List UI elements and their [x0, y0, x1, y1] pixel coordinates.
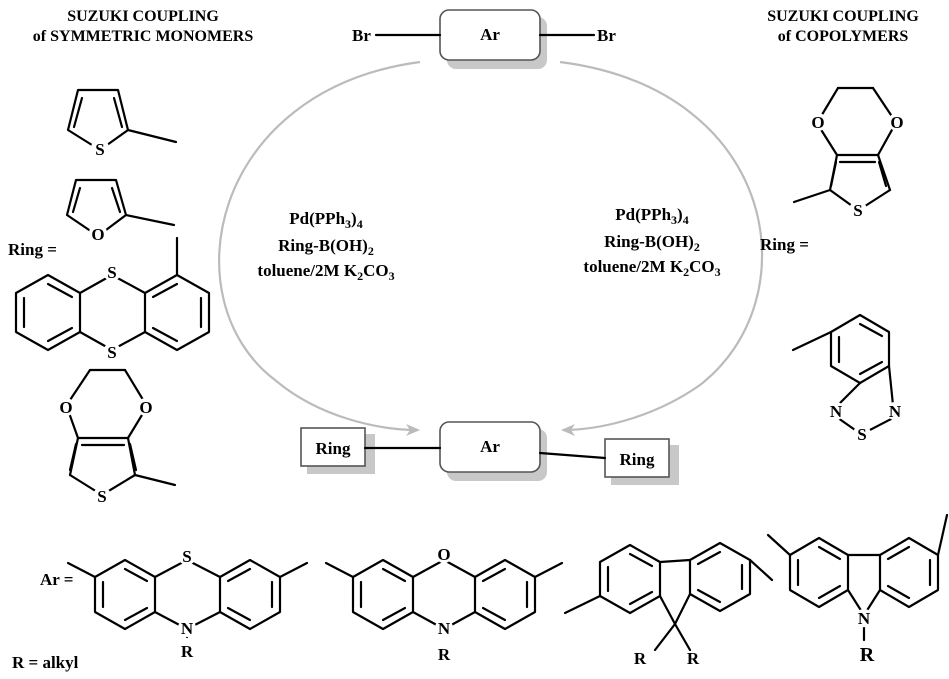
phenoxazine-o: O	[437, 545, 450, 564]
top-monomer: Ar Br Br	[352, 9, 616, 69]
thiophene-structure: S	[66, 88, 178, 159]
phenoxazine-structure: O N R	[324, 545, 564, 664]
furan-o: O	[91, 225, 104, 244]
btd-n2: N	[889, 402, 902, 421]
left-ring-label: Ring	[316, 439, 351, 458]
carbazole-structure: N R	[766, 513, 949, 666]
left-reagent: Ring-B(OH)2	[278, 236, 374, 258]
right-catalyst: Pd(PPh3)4	[615, 205, 688, 227]
right-reagent: Ring-B(OH)2	[604, 232, 700, 254]
edot-left-s: S	[97, 487, 106, 506]
top-right-br: Br	[597, 26, 616, 45]
fluorene-structure: R R	[563, 541, 774, 668]
right-ring-label: Ring	[620, 450, 655, 469]
edot-right-o1: O	[811, 113, 824, 132]
edot-left-structure: O O S	[57, 368, 177, 506]
thiophene-s: S	[95, 140, 104, 159]
benzothiadiazole-structure: N N S	[791, 313, 904, 444]
edot-right-o2: O	[890, 113, 903, 132]
thianthrene-s-top: S	[107, 263, 116, 282]
right-title-line2: of COPOLYMERS	[778, 28, 909, 45]
phenothiazine-r: R	[181, 642, 194, 661]
top-ar-label: Ar	[480, 25, 500, 44]
right-title-line1: SUZUKI COUPLING	[767, 8, 919, 25]
phenoxazine-r: R	[438, 645, 451, 664]
thianthrene-s-bottom: S	[107, 343, 116, 362]
fluorene-r2: R	[687, 649, 700, 668]
btd-n1: N	[830, 402, 843, 421]
btd-s: S	[857, 425, 866, 444]
carbazole-n: N	[858, 609, 871, 628]
left-catalyst: Pd(PPh3)4	[289, 209, 362, 231]
left-title-line1: SUZUKI COUPLING	[67, 8, 219, 25]
left-solvent: toluene/2M K2CO3	[257, 261, 394, 283]
edot-right-structure: O O S	[792, 86, 906, 220]
right-solvent: toluene/2M K2CO3	[583, 257, 720, 279]
phenothiazine-s: S	[182, 547, 191, 566]
right-title: SUZUKI COUPLING of COPOLYMERS	[767, 8, 919, 45]
left-title: SUZUKI COUPLING of SYMMETRIC MONOMERS	[33, 8, 254, 45]
bottom-ar-label: Ar	[480, 437, 500, 456]
phenoxazine-n: N	[438, 619, 451, 638]
edot-left-o1: O	[59, 398, 72, 417]
right-ring-box	[604, 438, 670, 478]
left-ring-box	[300, 427, 366, 467]
ring-left-label: Ring =	[8, 240, 57, 259]
left-cycle-arrow	[218, 60, 421, 436]
left-conditions: Pd(PPh3)4 Ring-B(OH)2 toluene/2M K2CO3	[257, 209, 394, 283]
right-conditions: Pd(PPh3)4 Ring-B(OH)2 toluene/2M K2CO3	[583, 205, 720, 279]
right-cycle-arrow	[559, 60, 764, 436]
carbazole-r: R	[860, 644, 875, 666]
thianthrene-structure: S S	[14, 236, 211, 362]
edot-left-o2: O	[139, 398, 152, 417]
r-definition: R = alkyl	[12, 653, 79, 672]
phenothiazine-n: N	[181, 619, 194, 638]
left-title-line2: of SYMMETRIC MONOMERS	[33, 28, 254, 45]
edot-right-s: S	[853, 201, 862, 220]
ring-right-label: Ring =	[760, 235, 809, 254]
phenothiazine-structure: S N R	[66, 547, 309, 661]
top-left-br: Br	[352, 26, 371, 45]
ar-label: Ar =	[40, 570, 73, 589]
furan-structure: O	[65, 178, 176, 244]
fluorene-r1: R	[634, 649, 647, 668]
bottom-polymer: Ar Ring Ring	[300, 421, 679, 485]
